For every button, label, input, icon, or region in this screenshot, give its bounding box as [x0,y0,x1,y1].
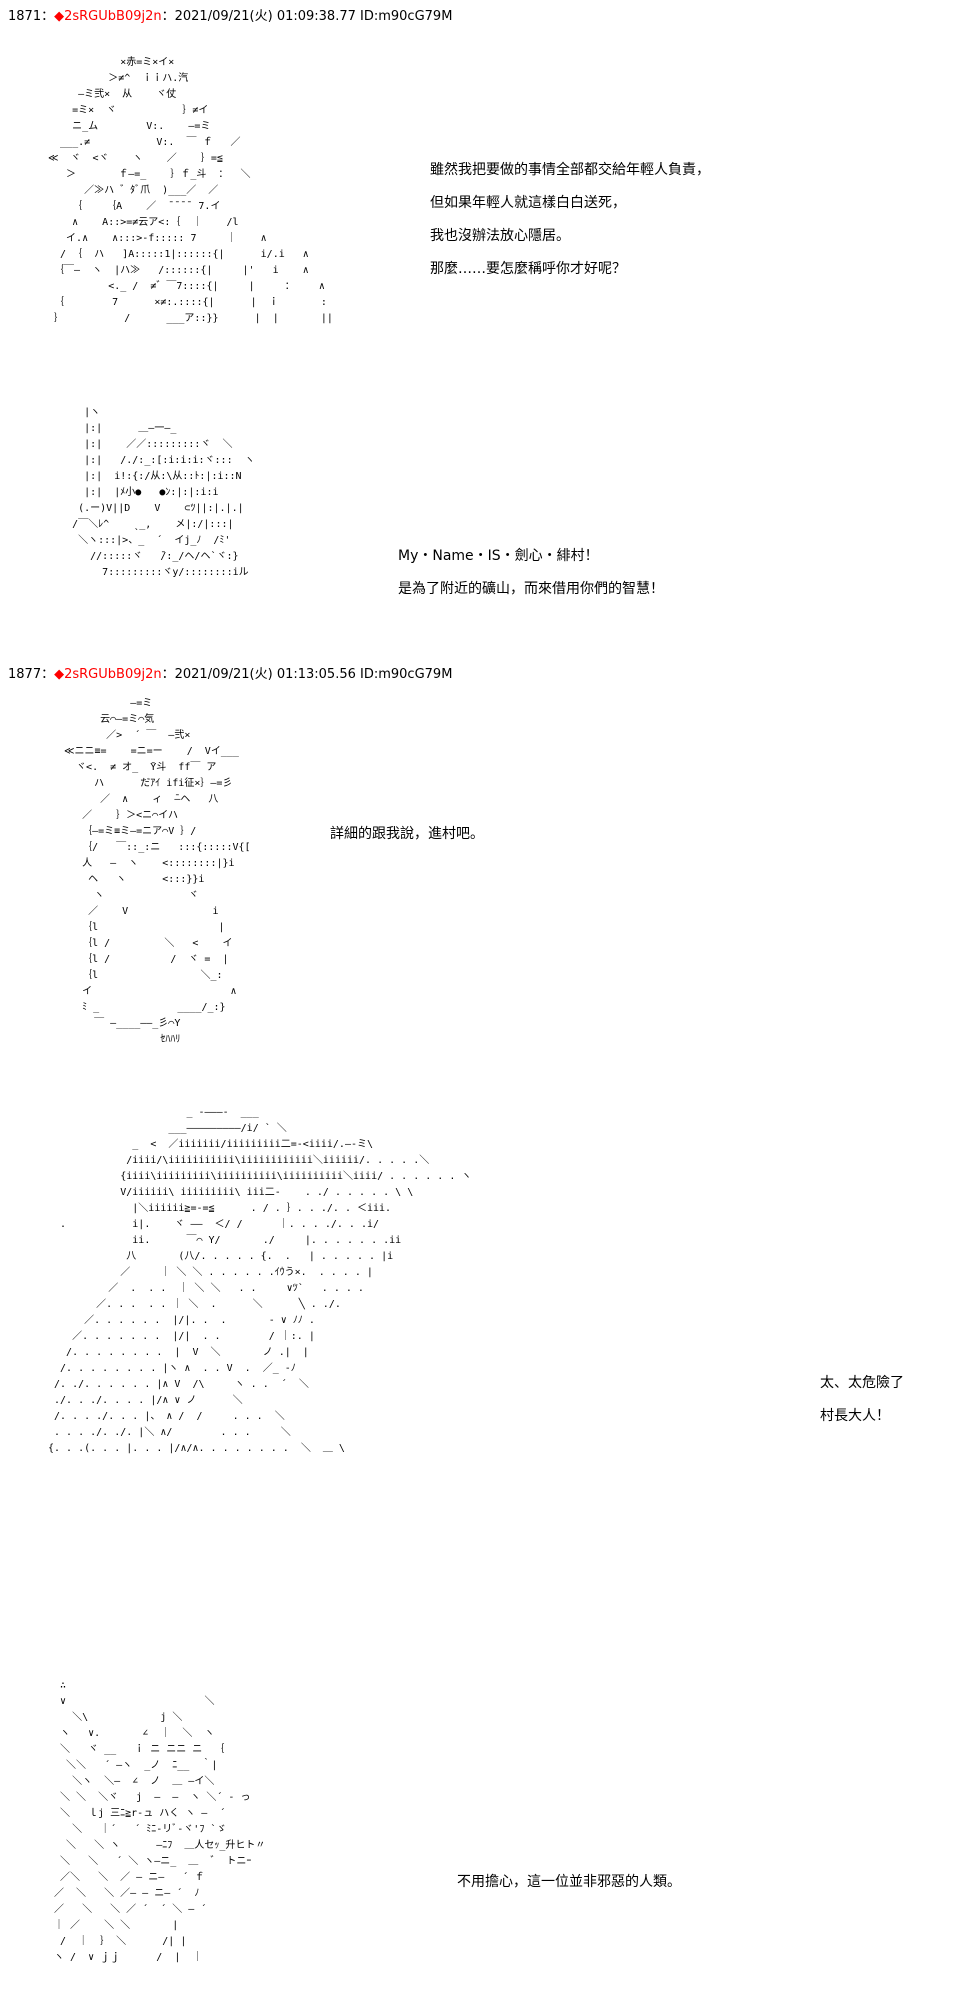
dialogue-block: 雖然我把要做的事情全部都交給年輕人負責， 但如果年輕人就這樣白白送死， 我也沒辦法放… [430,154,710,286]
dialogue-line: 雖然我把要做的事情全部都交給年輕人負責， [430,162,710,178]
post-number[interactable]: 1871 [8,9,42,24]
dialogue-line: 村長大人！ [820,1408,890,1424]
post-number[interactable]: 1877 [8,667,42,682]
dialogue-line: 但如果年輕人就這樣白白送死， [430,195,626,211]
ascii-art-panel: ∴ ∨ ＼ ＼\ j ＼ ヽ ∨. ∠ ｜ ＼ ヽ ＼ ヾ __ ｉ ニ ニニ … [54,1680,266,1963]
dialogue-line: My・Name・IS・劍心・緋村！ [398,548,599,564]
poster-trip: ◆2sRGUbB09j2n [54,9,162,24]
poster-trip: ◆2sRGUbB09j2n [54,667,162,682]
post-separator: ： [41,667,55,682]
dialogue-line: 不用擔心，這一位並非邪惡的人類。 [457,1874,681,1890]
ascii-art-panel: _ -―――- ___ ___―――――――――/i/ ` ＼ _ < ／iii… [48,1107,472,1454]
post-meta: ：2021/09/21(火) 01:13:05.56 ID:m90cG79M [161,667,453,682]
dialogue-line: 是為了附近的礦山，而來借用你們的智慧！ [398,581,664,597]
dialogue-block: 不用擔心，這一位並非邪惡的人類。 [457,1866,681,1899]
post-meta: ：2021/09/21(火) 01:09:38.77 ID:m90cG79M [161,9,453,24]
ascii-art-panel: |ヽ |:| ＿―一―_ |:| ／／:::::::::ヾ ＼ |:| /./:… [72,407,255,578]
ascii-art-panel: ×赤=ミ×イ× ＞≠^ ｉｉハ.汽 ―ミ弐× 从 ヾ仗 =ミ× ヾ ｝≠イ ニ_… [48,57,333,324]
post-separator: ： [41,9,55,24]
dialogue-line: 詳細的跟我說，進村吧。 [330,826,484,842]
dialogue-block: 詳細的跟我說，進村吧。 [330,818,484,851]
post-header: 1877：◆2sRGUbB09j2n：2021/09/21(火) 01:13:0… [8,663,452,682]
post-header: 1871：◆2sRGUbB09j2n：2021/09/21(火) 01:09:3… [8,5,452,24]
dialogue-line: 太、太危險了 [820,1375,904,1391]
dialogue-line: 我也沒辦法放心隱居。 [430,228,570,244]
dialogue-block: 太、太危險了村長大人！ [820,1367,904,1433]
ascii-art-panel: ―=ミ 云⌒―=ミ⌒気 ／> ´ ￣ ―弐× ≪ニニ≡= =ニ=ー / Vイ__… [64,698,251,1045]
dialogue-line: 那麼……要怎麼稱呼你才好呢？ [430,261,626,277]
dialogue-block: My・Name・IS・劍心・緋村！ 是為了附近的礦山，而來借用你們的智慧！ [398,540,664,606]
